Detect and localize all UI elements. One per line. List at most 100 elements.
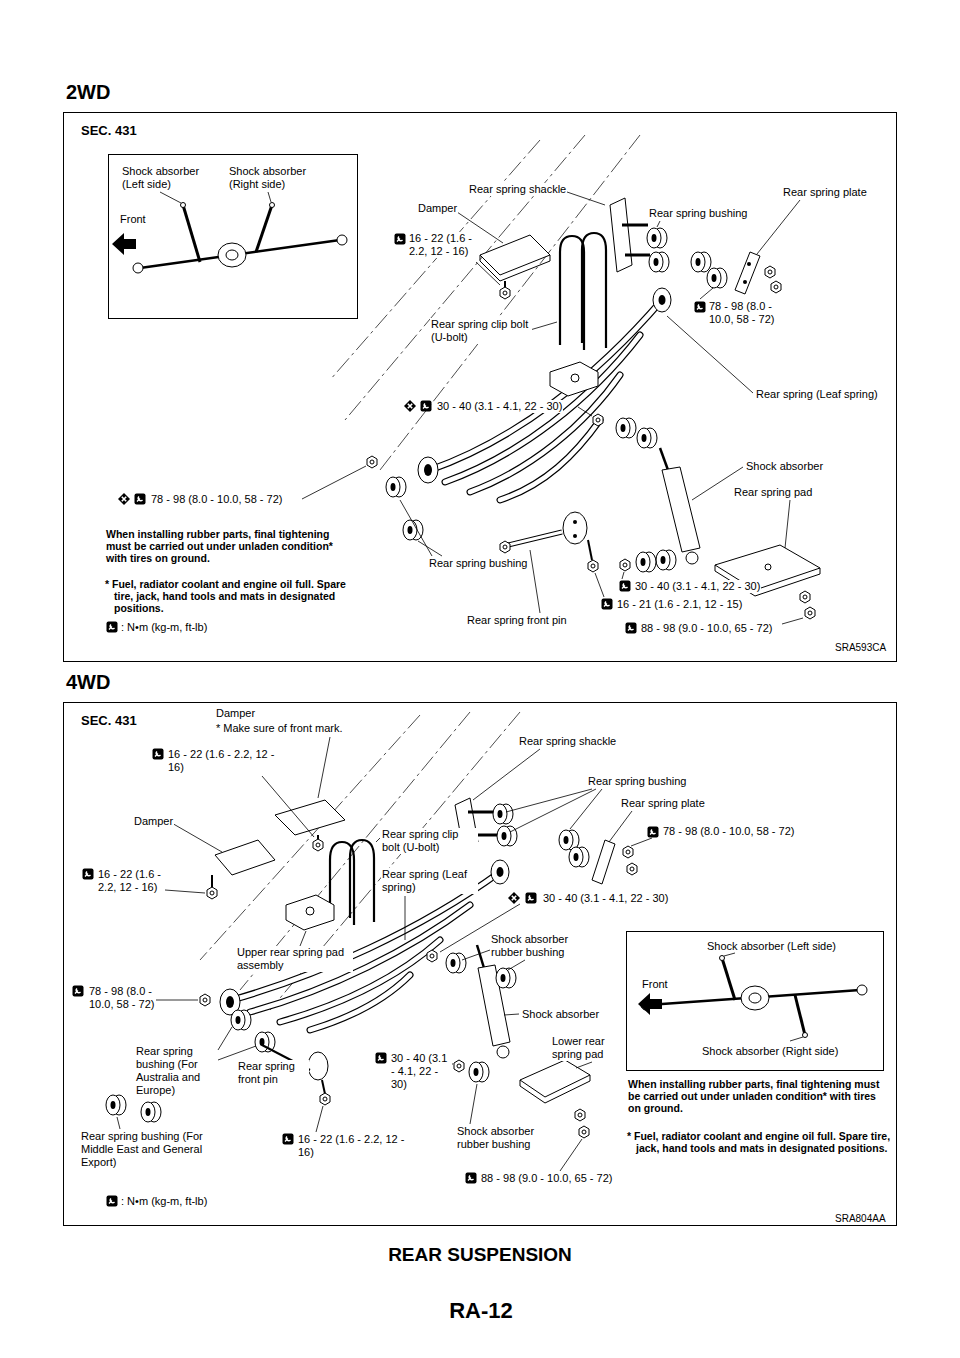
torque-symbol — [135, 494, 146, 505]
spring-plate — [623, 846, 633, 858]
spring-plate — [743, 280, 747, 284]
inset-box: Shock absorber (Left side)FrontShock abs… — [626, 931, 884, 1071]
front-hardware — [500, 541, 510, 553]
leaf-spring — [659, 295, 666, 305]
spring-pad — [520, 1075, 590, 1103]
torque-symbol — [395, 234, 406, 245]
installation-note: When installing rubber parts, final tigh… — [105, 528, 352, 564]
damper — [215, 840, 275, 875]
leader-line — [567, 192, 605, 205]
torque-spec: : N•m (kg-m, ft-lb) — [120, 621, 208, 634]
part-name: Shock absorber (Left side) — [122, 165, 207, 191]
leaf-spring — [418, 457, 438, 483]
damper — [480, 255, 550, 281]
part-name: Rear spring bushing (For Australia and E… — [135, 1045, 217, 1097]
section-number: SEC. 431 — [81, 123, 137, 138]
upper-spring-pad — [306, 907, 314, 915]
leader-line — [504, 1014, 519, 1015]
leader-line — [218, 1027, 232, 1050]
u-bolt — [560, 236, 584, 350]
leader-line — [508, 960, 525, 970]
torque-spec: 78 - 98 (8.0 - 10.0, 58 - 72) — [662, 825, 795, 838]
shock-absorber — [477, 945, 484, 968]
bushing — [141, 1102, 161, 1122]
leaf-spring — [424, 464, 432, 476]
torque-spec: : N•m (kg-m, ft-lb) — [120, 1195, 208, 1208]
torque-symbol — [73, 749, 659, 1207]
damper — [500, 287, 510, 299]
front-hardware — [367, 456, 377, 468]
frame-line — [345, 135, 585, 420]
torque-symbol — [526, 893, 537, 904]
leaf-spring — [500, 420, 600, 500]
part-name: Shock absorber (Right side) — [702, 1045, 838, 1058]
torque-spec: 30 - 40 (3.1 - 4.1, 22 - 30) — [436, 400, 563, 413]
shackle — [622, 224, 648, 227]
front-hardware — [588, 560, 598, 572]
front-hardware — [508, 532, 562, 545]
shock-absorber — [427, 950, 437, 962]
torque-symbol — [153, 749, 164, 760]
leader-line — [302, 466, 366, 499]
installation-note: * Fuel, radiator coolant and engine oil … — [105, 578, 360, 614]
inset-box: Shock absorber (Left side) Shock absorber… — [108, 154, 358, 319]
bushing — [707, 268, 727, 288]
leaf-spring — [430, 300, 662, 470]
leaf-spring — [491, 860, 509, 884]
part-name: Rear spring clip bolt (U-bolt) — [381, 828, 478, 854]
torque-spec: 16 - 22 (1.6 - 2.2, 12 - 16) — [167, 748, 279, 774]
leaf-spring — [226, 996, 234, 1008]
leader-line — [300, 931, 306, 946]
leaf-spring — [310, 975, 410, 1030]
torque-symbol — [466, 1173, 477, 1184]
torque-symbol — [421, 401, 432, 412]
upper-spring-pad — [286, 895, 334, 930]
leader-line — [405, 896, 406, 940]
leader-line — [782, 618, 803, 624]
inset-drawing — [337, 235, 347, 245]
front-hardware — [588, 540, 592, 560]
torque-spec: 16 - 21 (1.6 - 2.1, 12 - 15) — [616, 598, 743, 611]
torque-symbol — [107, 1196, 118, 1207]
damper — [480, 235, 550, 299]
inset-drawing — [256, 205, 272, 252]
installation-note: * Fuel, radiator coolant and engine oil … — [627, 1130, 892, 1154]
torque-spec: 78 - 98 (8.0 - 10.0, 58 - 72) — [708, 300, 776, 326]
torque-symbol — [508, 892, 520, 904]
inset-drawing — [722, 958, 735, 1000]
damper — [207, 887, 217, 899]
u-bolt — [560, 233, 606, 350]
leader-line — [262, 776, 314, 837]
front-hardware — [573, 520, 577, 524]
part-name: Shock absorber (Left side) — [707, 940, 836, 953]
torque-symbol — [626, 623, 637, 634]
spring-seat — [571, 374, 579, 382]
inset-drawing — [741, 986, 769, 1010]
spring-pad — [520, 1060, 590, 1097]
spring-plate — [592, 840, 637, 884]
leader-line — [400, 500, 432, 556]
shock-absorber — [593, 414, 700, 572]
bushing — [493, 804, 513, 824]
damper — [207, 800, 345, 899]
leader-line — [560, 1139, 582, 1171]
part-name: Rear spring clip bolt (U-bolt) — [430, 318, 532, 344]
part-name: Rear spring front pin — [237, 1060, 309, 1086]
spring-plate — [735, 252, 760, 294]
leader-line — [473, 749, 540, 800]
leaf-spring — [310, 975, 410, 1030]
leaf-spring — [653, 288, 671, 312]
inset-drawing — [638, 993, 662, 1015]
bushing — [106, 1095, 126, 1115]
torque-symbol — [376, 1053, 387, 1064]
part-name: Shock absorber rubber bushing — [490, 933, 602, 959]
damper — [275, 800, 345, 835]
spring-seat — [550, 362, 598, 396]
leader-line — [530, 322, 557, 330]
inset-drawing — [270, 203, 275, 208]
leaf-spring — [232, 872, 500, 1030]
torque-spec: 88 - 98 (9.0 - 10.0, 65 - 72) — [640, 622, 773, 635]
part-name: Rear spring bushing — [587, 775, 687, 788]
part-name: Shock absorber rubber bushing — [456, 1125, 558, 1151]
part-name: Shock absorber (Right side) — [229, 165, 324, 191]
